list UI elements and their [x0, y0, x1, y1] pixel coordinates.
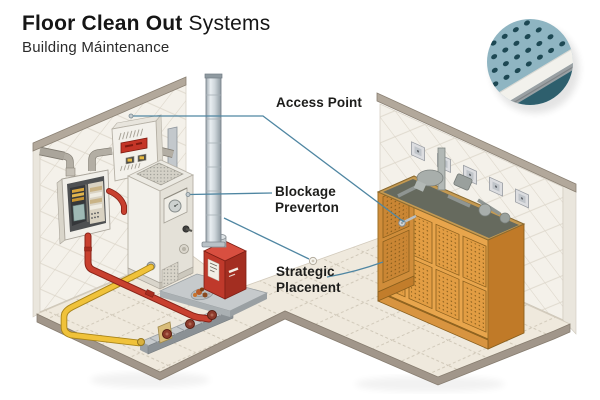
- valve-wheel-icon: [162, 329, 172, 339]
- page-subtitle: Building Máintenance: [22, 39, 170, 56]
- outlet-plate-icon: [411, 141, 425, 162]
- valve-wheel-icon: [207, 310, 217, 320]
- leader-access-point: [131, 115, 405, 223]
- status-display: [120, 137, 148, 154]
- unit-label: [207, 258, 220, 282]
- indicator-button: [137, 153, 147, 163]
- outlet-plate-icon: [489, 176, 503, 197]
- leader-lines: [131, 115, 405, 278]
- floor-drain-grate: [190, 287, 214, 301]
- outlet-plate-icon: [515, 188, 529, 209]
- floor-drain: [308, 256, 318, 266]
- indicator-button: [125, 156, 135, 165]
- leader-strategic-right: [326, 261, 384, 278]
- wall-control-panel: [111, 114, 178, 243]
- title-block: Floor Clean Out Systems Building Máinten…: [22, 12, 270, 56]
- yellow-pipe: [61, 264, 154, 346]
- leader-strategic-left: [223, 217, 310, 260]
- valve-wheel-icon: [185, 319, 195, 329]
- leader-dots: [128, 113, 191, 197]
- flue-pipe: [201, 73, 226, 248]
- wall-top-trim: [376, 92, 577, 193]
- trench-valves: [137, 310, 217, 346]
- callout-blockage: Blockage Preverton: [275, 184, 339, 216]
- cabinet-machinery: [397, 147, 511, 227]
- page-title-regular: Systems: [182, 12, 271, 35]
- floor-edge-band: [36, 310, 571, 386]
- callout-strategic-line1: Strategic: [276, 264, 335, 279]
- storage-cabinet: [376, 147, 526, 350]
- wall-top-trim: [32, 76, 187, 152]
- callout-blockage-line1: Blockage: [275, 184, 336, 199]
- pressure-gauge-icon: [163, 187, 188, 224]
- callout-strategic: Strategic Placenent: [276, 264, 341, 296]
- page-title: Floor Clean Out Systems: [22, 12, 270, 36]
- electrical-panel: [39, 146, 113, 245]
- top-grille-icon: [136, 162, 184, 186]
- leader-blockage: [188, 192, 273, 196]
- floor-pipes: [60, 188, 213, 347]
- vent-grid-icon: [161, 261, 179, 289]
- brass-fitting: [137, 338, 145, 346]
- callout-blockage-line2: Preverton: [275, 200, 339, 215]
- page-title-bold: Floor Clean Out: [22, 12, 183, 35]
- callout-access-point: Access Point: [276, 95, 362, 111]
- detail-inset: [487, 19, 579, 113]
- callout-strategic-line2: Placenent: [276, 280, 341, 295]
- vent-slots-icon: [118, 128, 144, 141]
- red-pipe: [85, 233, 212, 322]
- callout-access-point-label: Access Point: [276, 95, 362, 110]
